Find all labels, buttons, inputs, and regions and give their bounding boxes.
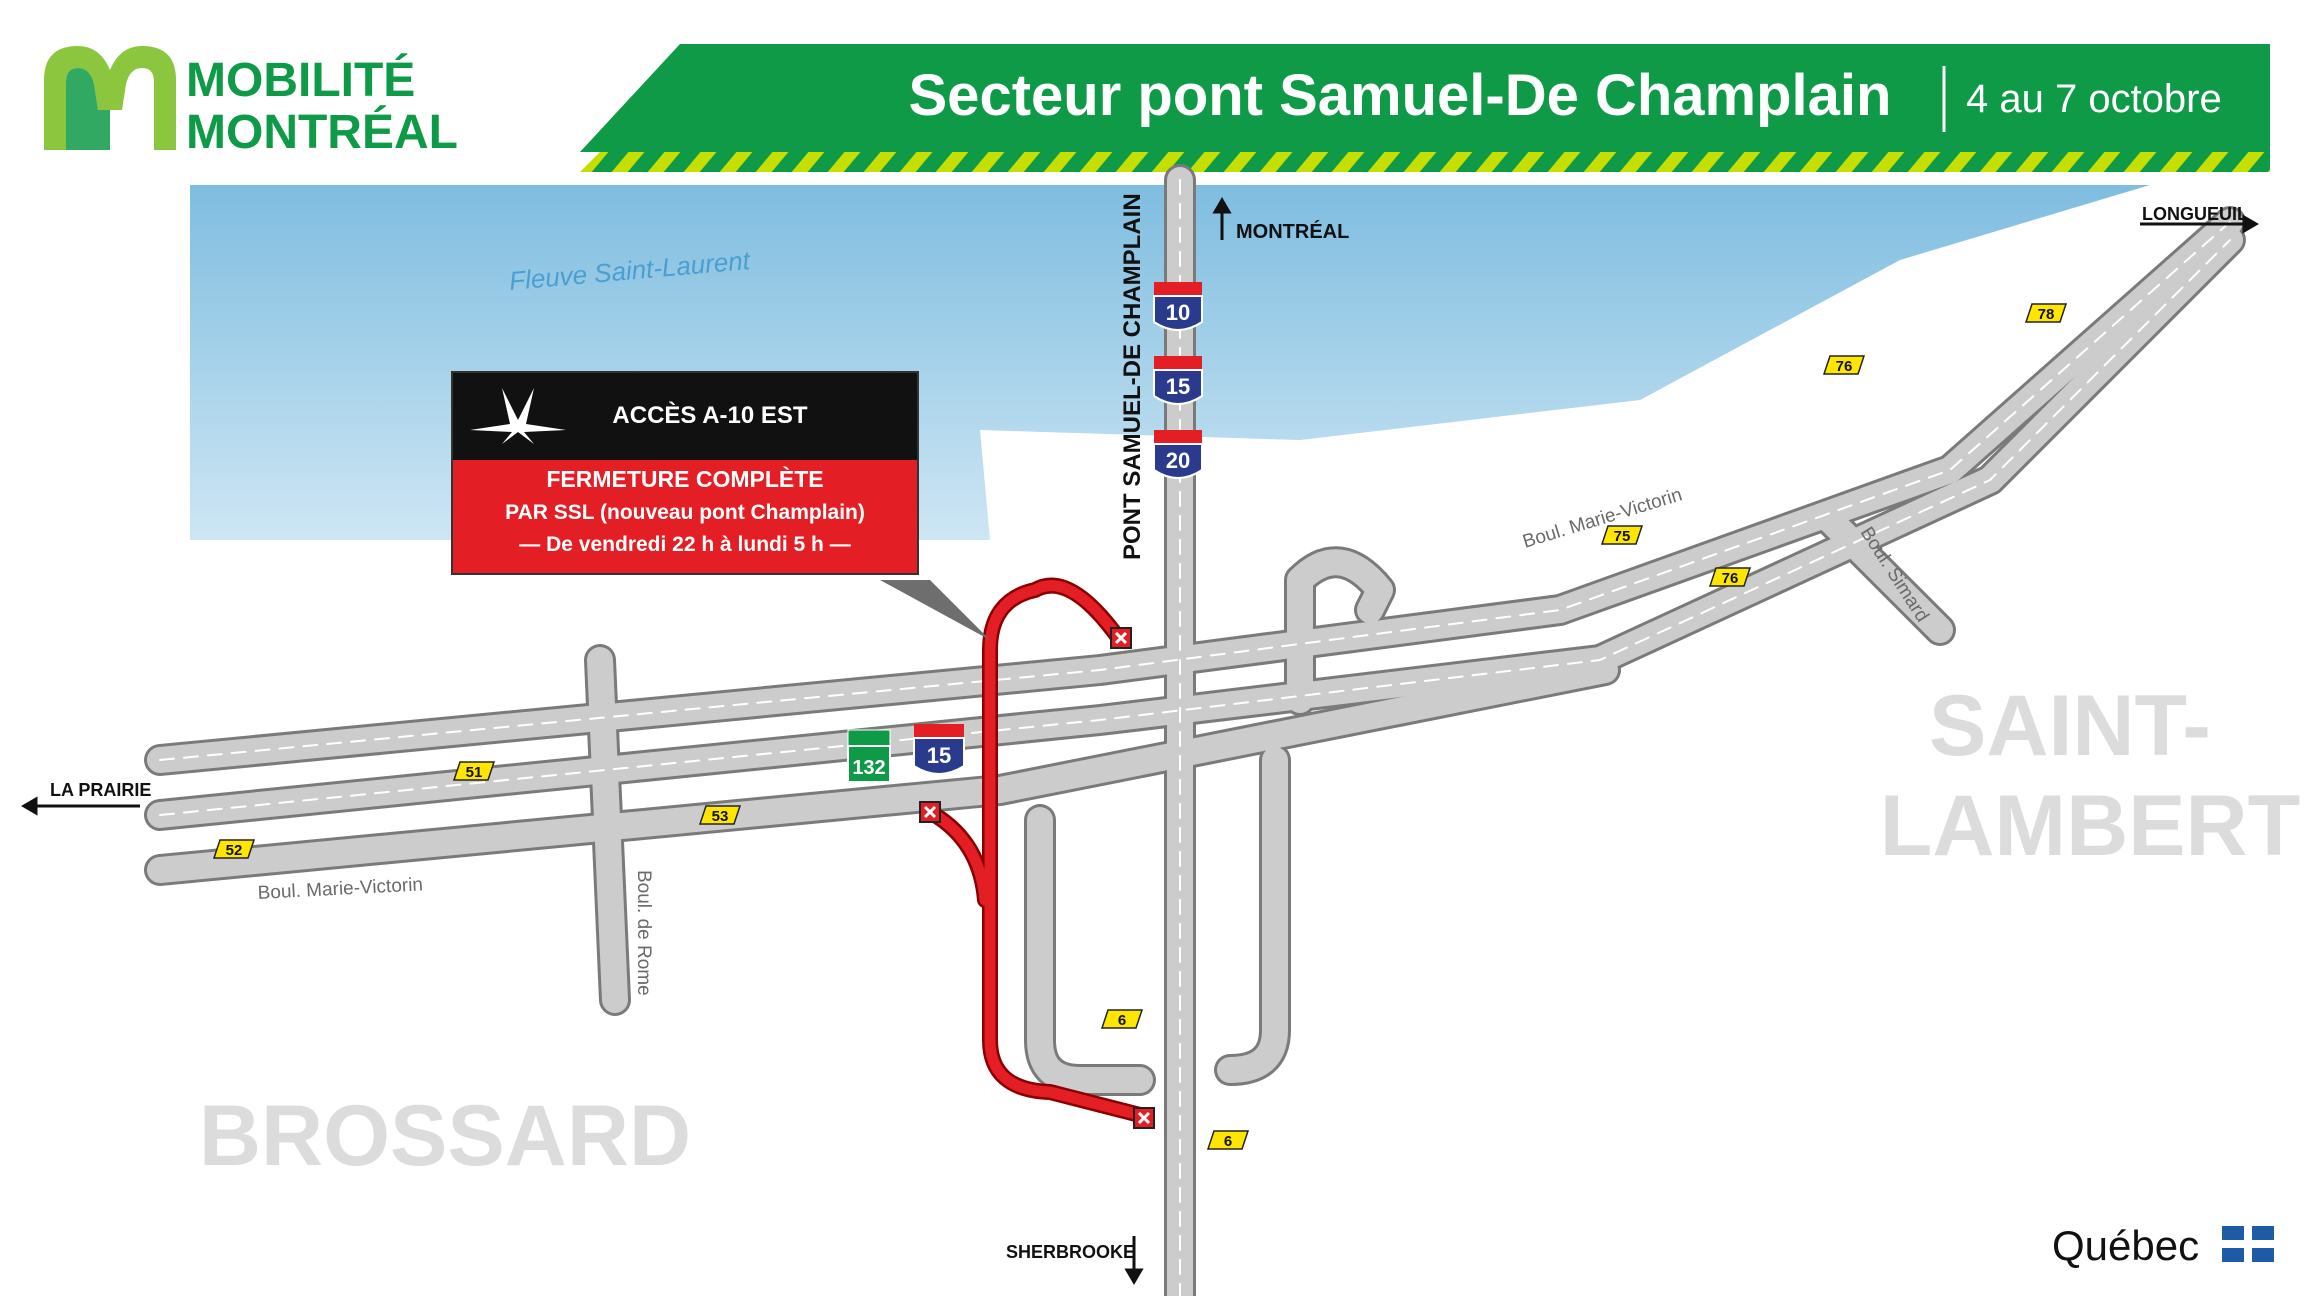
mobilite-montreal-logo: MOBILITÉ MONTRÉAL: [44, 46, 458, 159]
south-arrow-icon: [1124, 1236, 1144, 1285]
header-stripes: [580, 152, 2270, 172]
exit-76b: 76: [1722, 570, 1739, 587]
direction-south: SHERBROOKE: [1006, 1242, 1135, 1262]
exit-6b: 6: [1224, 1133, 1232, 1150]
east-arrow-icon: [2140, 214, 2259, 234]
shield-a20-number: 20: [1166, 448, 1190, 473]
notice-border: [451, 371, 919, 575]
shoreline: [0, 185, 2304, 1296]
notice-line2: PAR SSL (nouveau pont Champlain): [505, 501, 865, 524]
closure-x-marks: [923, 631, 1151, 1125]
shield-r132-icon: [847, 729, 891, 783]
west-arrow-icon: [21, 796, 140, 816]
logo-m-shadow: [66, 68, 110, 150]
shield-a20-icon: [1153, 430, 1203, 479]
logo-line1: MOBILITÉ: [186, 53, 415, 107]
highway-closure-icon: [470, 388, 566, 444]
exit-53: 53: [712, 808, 729, 825]
exit-6a: 6: [1118, 1012, 1126, 1029]
exit-52: 52: [226, 842, 243, 859]
shield-r132-number: 132: [852, 757, 885, 779]
shield-a15-icon: [913, 724, 965, 775]
logo-m-icon: [44, 46, 176, 150]
direction-north: MONTRÉAL: [1236, 220, 1349, 243]
north-arrow-icon: [1212, 197, 1232, 240]
notice-header-bg: [452, 372, 918, 460]
exit-76a: 76: [1836, 358, 1853, 375]
area-saint-lambert-1: SAINT-: [1929, 678, 2211, 774]
notice-line1: FERMETURE COMPLÈTE: [546, 465, 823, 492]
notice-pointer: [880, 580, 990, 640]
bridge-label: PONT SAMUEL-DE CHAMPLAIN: [1119, 193, 1146, 560]
closure-notice: ACCÈS A-10 EST FERMETURE COMPLÈTE PAR SS…: [451, 371, 990, 640]
area-brossard: BROSSARD: [199, 1088, 691, 1184]
shield-a15-bridge-number: 15: [1166, 374, 1190, 399]
shield-a15-bridge-icon: [1153, 356, 1203, 405]
direction-west: LA PRAIRIE: [50, 780, 151, 800]
exit-badge-icons: [212, 303, 2068, 1150]
shield-a10-number: 10: [1166, 300, 1190, 325]
shield-a15-number: 15: [927, 743, 951, 768]
area-saint-lambert-2: LAMBERT: [1880, 778, 2300, 874]
header-title: Secteur pont Samuel-De Champlain: [909, 63, 1892, 128]
quebec-wordmark: Québec: [2052, 1222, 2199, 1269]
exit-75: 75: [1614, 528, 1631, 545]
direction-east: LONGUEUIL: [2142, 204, 2248, 224]
header-banner: [580, 44, 2270, 152]
closed-ramp: [922, 577, 1148, 1123]
road-network: [144, 164, 2246, 1296]
street-de-rome: Boul. de Rome: [633, 870, 654, 996]
notice-line3: — De vendredi 22 h à lundi 5 h —: [519, 533, 850, 556]
header-dates: 4 au 7 octobre: [1966, 77, 2222, 121]
exit-51: 51: [466, 764, 483, 781]
exit-78: 78: [2038, 306, 2055, 323]
shield-a10-icon: [1153, 282, 1203, 331]
quebec-flag-icon: [2222, 1226, 2274, 1262]
logo-line2: MONTRÉAL: [186, 105, 458, 159]
notice-title: ACCÈS A-10 EST: [612, 401, 807, 429]
notice-body-bg: [452, 460, 918, 574]
